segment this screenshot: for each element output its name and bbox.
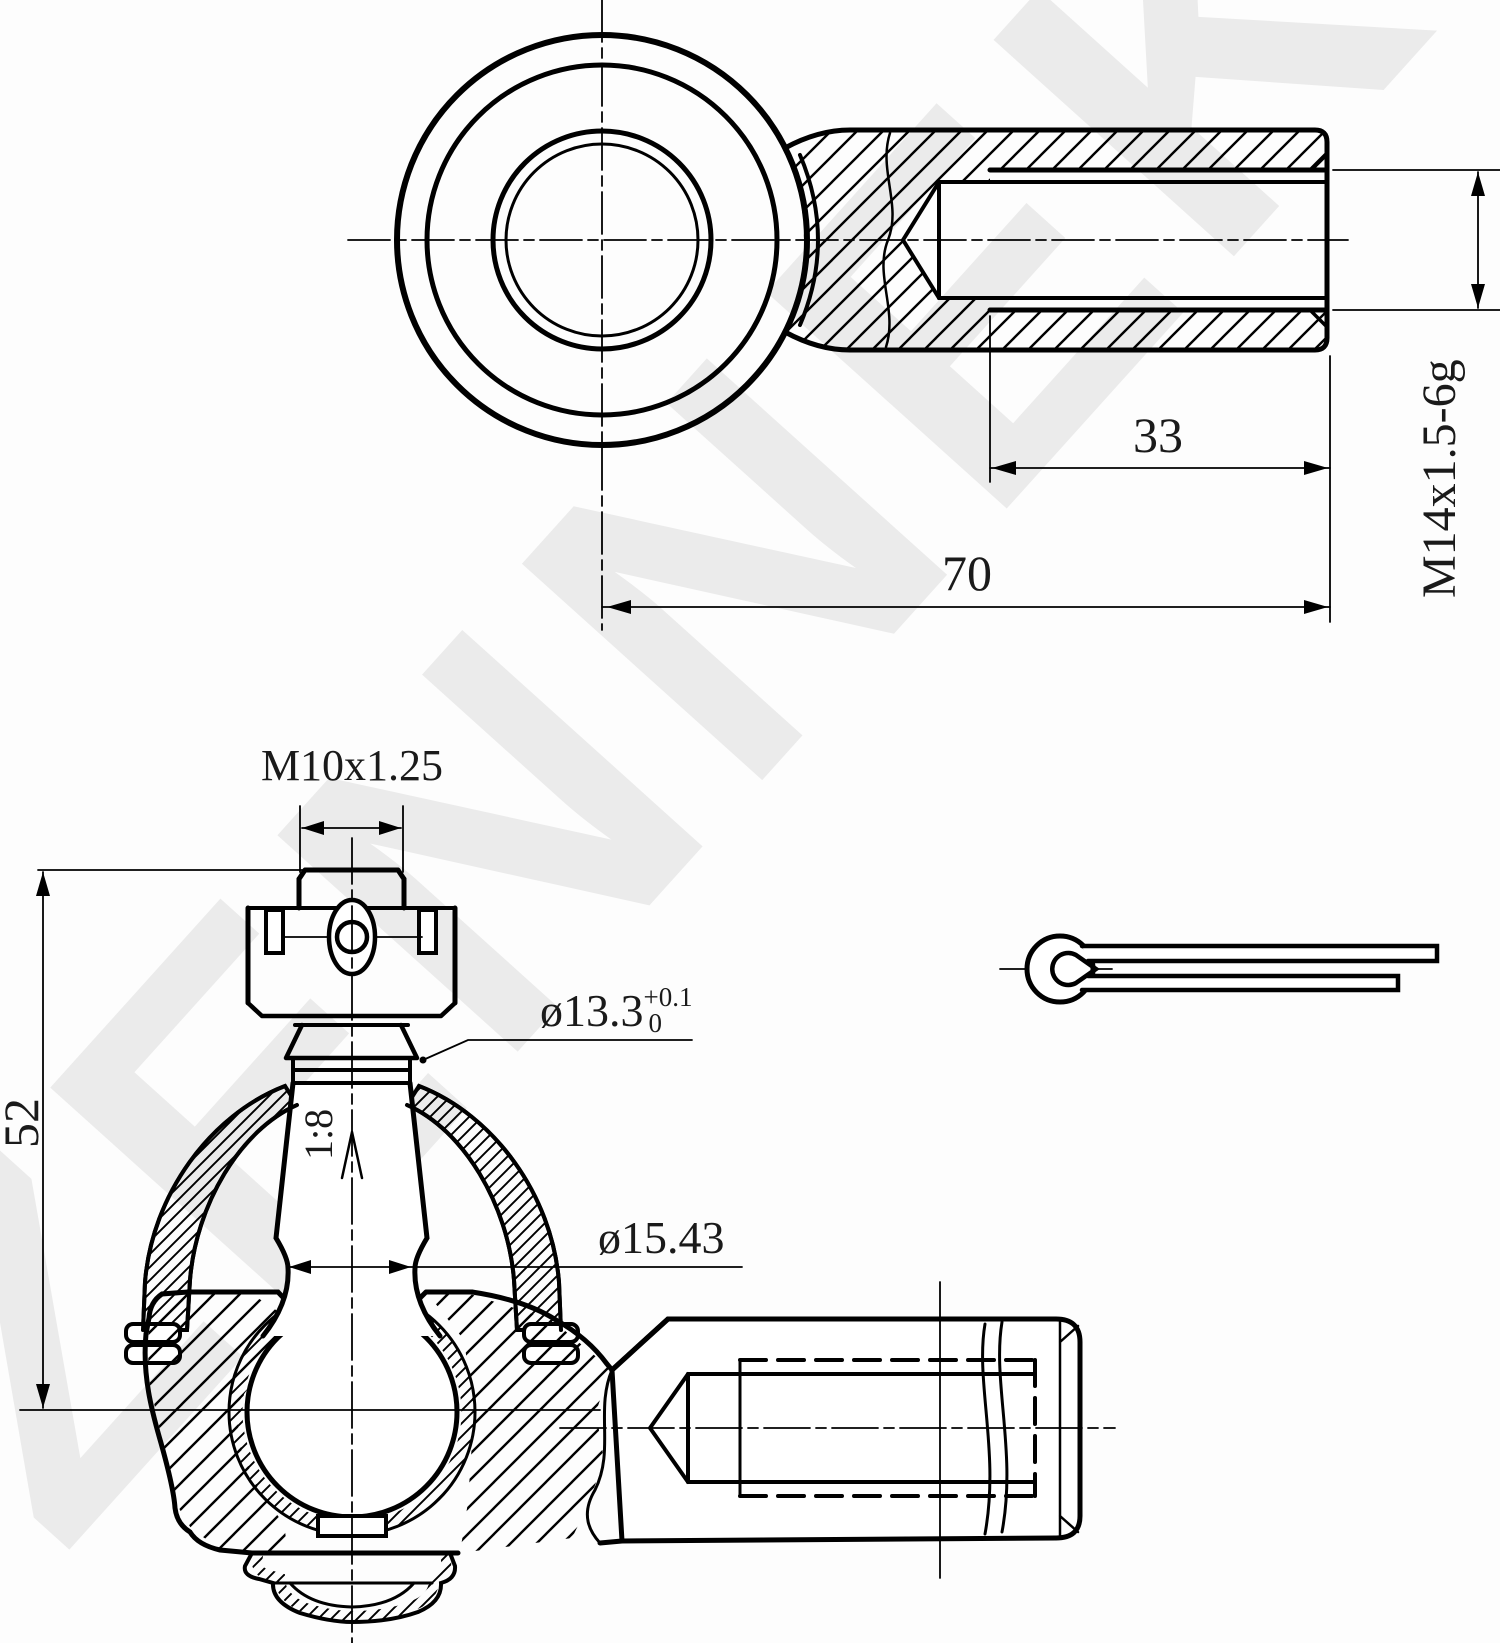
dim-neck-dia-text: ø15.43: [598, 1212, 725, 1263]
dim-thread-length: [989, 315, 1331, 623]
boot-right-outline: [405, 1084, 563, 1332]
nut-slot-left: [264, 908, 285, 955]
front-view: M10x1.25 ø13.3+0.10 1:8 ø15.43 52: [0, 741, 1116, 1643]
shank-hatch: [786, 132, 1327, 348]
cotter-pin: [999, 933, 1440, 1005]
taper-tol-zero: 0: [648, 1008, 662, 1038]
cotter-pin-leg-top: [1079, 943, 1440, 964]
dim-overall-length-text: 70: [942, 545, 992, 601]
dim-height-text: 52: [0, 1098, 49, 1148]
nut-slot-right: [417, 908, 438, 955]
dim-stud-thread: [299, 805, 404, 873]
arm-left-edges: [597, 1316, 671, 1546]
boot-left-outline: [141, 1084, 299, 1332]
thread-major-lines: [987, 167, 1330, 313]
dim-thread-length-text: 33: [1133, 407, 1183, 463]
taper-direction-arrow: [340, 1130, 364, 1180]
nut-crown-sides: [296, 876, 407, 911]
dim-taper-dia: [419, 1039, 693, 1064]
arm-end-chamfer-line: [1058, 1320, 1080, 1538]
taper-tol-plus: +0.1: [644, 982, 693, 1012]
thread-end-chamfer: [1308, 151, 1329, 329]
taper-dia-value: ø13.3: [540, 985, 644, 1036]
dim-thread-spec: [1332, 169, 1500, 311]
thread-minor-lines: [937, 180, 1329, 300]
dim-stud-thread-text: M10x1.25: [261, 741, 443, 790]
dim-thread-spec-text: M14x1.5-6g: [1413, 359, 1466, 598]
arm-outline: [609, 1316, 1083, 1544]
top-view: 33 70 M14x1.5-6g: [347, 0, 1500, 631]
housing-left-outline: [142, 1289, 255, 1556]
cotter-pin-loop-inner: [1050, 950, 1100, 988]
housing-right-boss-hatch: [428, 1294, 610, 1553]
stud-taper-edges: [260, 1080, 443, 1339]
arm-hidden-thread: [738, 1358, 1037, 1498]
cotter-pin-leg-bottom: [1079, 973, 1401, 993]
arm-minor-lines: [686, 1372, 1037, 1484]
housing-right-boss-outline: [469, 1289, 615, 1373]
dim-overall-length: [601, 600, 1331, 614]
nut-hex-sides: [245, 905, 458, 1006]
boss-break-line: [585, 1368, 614, 1545]
dim-taper-ratio-text: 1:8: [296, 1109, 341, 1160]
dim-height: [19, 869, 601, 1411]
dim-neck-dia: [286, 1260, 743, 1274]
arm-break-curves: [981, 1320, 1009, 1536]
